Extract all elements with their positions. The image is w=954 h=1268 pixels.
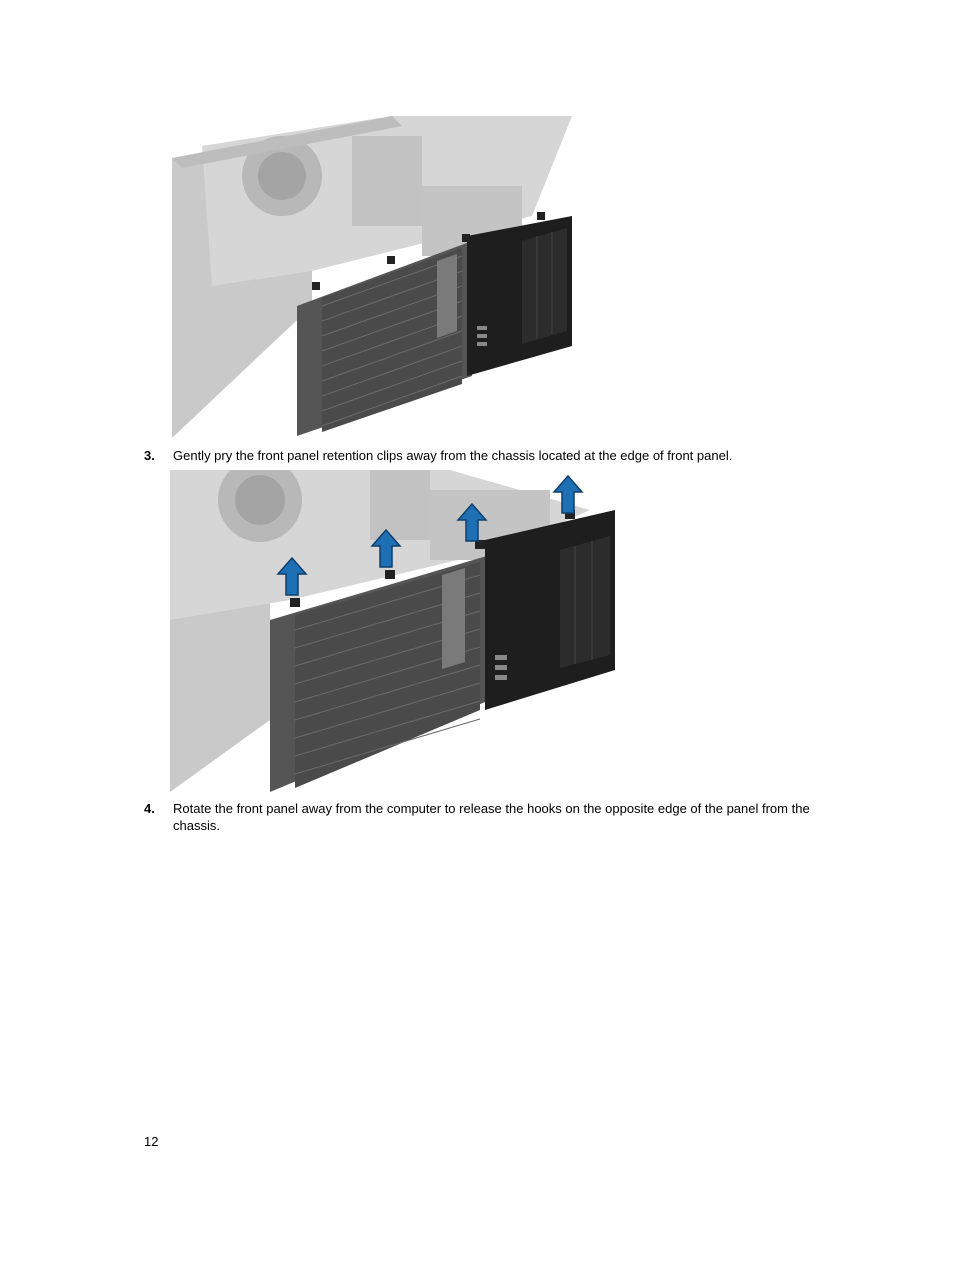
step-4-text: Rotate the front panel away from the com…	[173, 801, 810, 833]
step-3-text: Gently pry the front panel retention cli…	[173, 448, 733, 463]
chassis-clips-illustration	[170, 470, 620, 792]
chassis-illustration	[172, 116, 574, 438]
up-arrow-icon	[370, 528, 402, 568]
up-arrow-icon	[276, 556, 308, 596]
step-number: 3.	[144, 448, 155, 463]
up-arrow-icon	[552, 474, 584, 514]
up-arrow-icon	[456, 502, 488, 542]
page-number: 12	[144, 1134, 159, 1149]
step-number: 4.	[144, 801, 155, 816]
chassis-figure-1	[172, 116, 574, 438]
chassis-figure-2	[170, 470, 620, 792]
